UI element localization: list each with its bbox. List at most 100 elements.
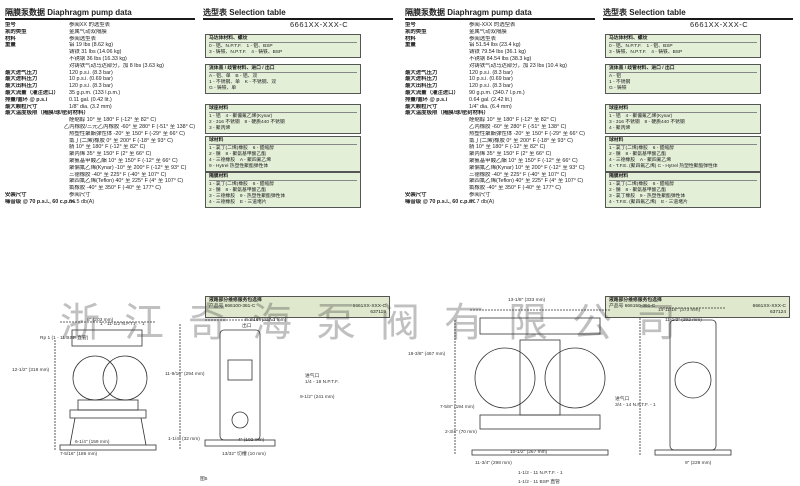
- spec-value: 腈 10° 至 180° F (-12° 至 82° C): [69, 144, 146, 151]
- spec-value: 90 g.p.m. (340.7 l.p.m.): [469, 89, 525, 96]
- title-rule: [5, 18, 195, 20]
- spec-row: 三德橡胶 -40° 至 225° F (-40° 至 107° C): [5, 172, 195, 179]
- spec-row: 不锈钢 36 lbs (16.33 kg): [5, 56, 195, 63]
- spec-key: [5, 178, 69, 185]
- spec-key: 最大进气压力: [5, 69, 38, 76]
- dim-label: 1 - 11-1/2 N.P.T.F. - 1: [100, 322, 145, 327]
- spec-key: 重量: [405, 42, 416, 49]
- spec-key: 安装尺寸: [405, 191, 427, 198]
- spec-row: 聚偏氟乙烯(Kynar) 10° 至 200° F (-12° 至 93° C): [405, 165, 595, 172]
- spec-value: 0.11 gal. (0.42 lit.): [69, 96, 112, 103]
- spec-row: 泵的类型金属气动双隔膜: [405, 29, 595, 36]
- spec-value: 1/4" dia. (6.4 mm): [469, 103, 512, 110]
- spec-key: [5, 131, 69, 138]
- option-title: 隔膜材料: [609, 174, 757, 181]
- spec-value: 1/8" dia. (3.2 mm): [69, 103, 112, 110]
- dim-label: 出口: [242, 324, 252, 329]
- option-line: 3 - 316 不锈钢 8 - 硬质440 不锈钢: [609, 120, 685, 125]
- option-line: 4 - T.F.E. (聚四氟乙烯) E - 三道堵片: [609, 200, 688, 205]
- spec-key: [405, 158, 469, 165]
- dim-label: 6-1/4" (159 mm): [75, 440, 110, 445]
- kit-label: 液路部分维修服务包选择: [209, 298, 262, 303]
- spec-key: [5, 49, 69, 56]
- spec-value: 120 p.s.i. (8.3 bar): [69, 69, 113, 76]
- inlet-manifold: [69, 409, 147, 419]
- spec-key: [5, 165, 69, 172]
- spec-value: 120 p.s.i. (8.3 bar): [469, 69, 513, 76]
- selection-title-en: Selection table: [229, 8, 286, 17]
- option-line: 4 - 三德橡胶 A - 聚四氟乙烯: [209, 158, 272, 163]
- spec-key: [405, 185, 469, 192]
- option-line: 1 - 不锈钢: [609, 80, 631, 85]
- kit-number: 637119: [370, 310, 386, 315]
- kit-part: 产品号 666100-361-C: [209, 304, 256, 309]
- spec-key: [405, 49, 469, 56]
- spec-key: 最大温度极限（隔膜/球/密封材料）: [5, 110, 89, 117]
- spec-row: 对铸铁气动马达部分，加 23 lbs (10.4 kg): [405, 63, 595, 70]
- spec-row: 聚四氟乙烯(Teflon) 40° 至 225° F (4° 至 107° C): [405, 178, 595, 185]
- option-line: 3 - 氯丁橡胶 9 - 热塑性聚酯弹性体: [609, 194, 686, 199]
- spec-key: [5, 185, 69, 192]
- spec-value: 10 p.s.i. (0.69 bar): [69, 76, 113, 83]
- spec-row: 最大流量（灌注进口）35 g.p.m. (133 l.p.m.): [5, 90, 195, 97]
- spec-value: 聚氨基甲酸乙酯 10° 至 150° F (-12° 至 66° C): [69, 157, 178, 164]
- spec-value: 10 p.s.i. (0.69 bar): [469, 76, 513, 83]
- fluid-cap-right: [544, 347, 606, 409]
- spec-key: 材料: [5, 35, 16, 42]
- spec-table: 型号参阅XX 的选型表泵的类型金属气动双隔膜材料参阅选型表重量铝 19 lbs …: [5, 22, 195, 206]
- spec-value: 醛缩醇 10° 至 180° F (-12° 至 82° C): [469, 117, 557, 124]
- option-line: 3 - 铸铁、N.P.T.F. 4 - 铸铁、BSP: [209, 50, 283, 55]
- dim-label: 1-1/2 - 11 BSP 直管: [518, 480, 560, 485]
- spec-row: 噪音级 @ 70 p.s.i., 60 c.p.m.64.5 db(A): [5, 199, 195, 206]
- spec-row: 最大流量（灌注进口）90 g.p.m. (340.7 l.p.m.): [405, 90, 595, 97]
- spec-row: 不锈钢 84.54 lbs (38.3 kg): [405, 56, 595, 63]
- spec-value: 醛缩醇 10° 至 180° F (-12° 至 82° C): [69, 117, 157, 124]
- spec-value: 三德橡胶 -40° 至 225° F (-40° 至 107° C): [69, 171, 167, 178]
- spec-key: [405, 178, 469, 185]
- spec-value: 聚偏氟乙烯(Kynar) 10° 至 200° F (-12° 至 93° C): [469, 164, 585, 171]
- option-line: 2 - 316 不锈钢 8 - 硬质440 不锈钢: [209, 120, 285, 125]
- spec-key: 噪音级 @ 70 p.s.i., 60 c.p.m.: [405, 198, 476, 205]
- spec-value: 氯丁(二烯)橡胶 0° 至 200° F (-18° 至 93° C): [69, 137, 173, 144]
- spec-row: 对铸铁气动马达部分，加 8 lbs (3.63 kg): [5, 63, 195, 70]
- option-line: 2 - 腈 8 - 聚氨基甲酸乙酯: [609, 152, 667, 157]
- option-line: A - 铝、单 B - 铝、双: [209, 74, 258, 79]
- spec-value: 铸铁 31 lbs (14.06 kg): [69, 49, 122, 56]
- pump-data-title-en: Diaphragm pump data: [47, 8, 132, 17]
- spec-key: 泵的类型: [405, 28, 427, 35]
- option-title: 球材料: [609, 138, 757, 145]
- fluid-cap-left: [72, 355, 118, 401]
- spec-row: 乙丙橡胶/三元乙丙橡胶 -60° 至 280° F (-51° 至 138° C…: [5, 124, 195, 131]
- spec-row: 最大进气压力 120 p.s.i. (8.3 bar): [405, 70, 595, 77]
- spec-key: 材料: [405, 35, 416, 42]
- spec-row: 聚氨基甲酸乙酯 10° 至 150° F (-12° 至 66° C): [5, 158, 195, 165]
- spec-key: 噪音级 @ 70 p.s.i., 60 c.p.m.: [5, 198, 76, 205]
- option-line: 0 - 铝、N.P.T.F. 1 - 铝、BSP: [209, 44, 273, 49]
- pump-data-title-cn: 隔膜泵数据: [5, 8, 45, 17]
- right-datasheet: 隔膜泵数据 Diaphragm pump data 选型表 Selection …: [400, 0, 800, 486]
- spec-row: 材料参阅选型表: [405, 36, 595, 43]
- figure-label: 图5: [200, 477, 208, 482]
- spec-value: 热塑性聚酯弹性体 -20° 至 150° F (-29° 至 66° C): [69, 130, 185, 137]
- spec-key: 最大进料压力: [405, 76, 438, 83]
- option-line: 3 - 铸铁、N.P.T.F. 4 - 铸铁、BSP: [609, 50, 683, 55]
- spec-key: [5, 117, 69, 124]
- spec-key: 最大颗粒尺寸: [5, 103, 38, 110]
- dim-label: 9-1/2" (241 mm): [300, 395, 335, 400]
- title-rule: [203, 18, 393, 20]
- spec-value: 乙丙橡胶 -60° 至 280° F (-51° 至 138° C): [469, 123, 567, 130]
- dim-label: 8-3/16" (217.3 mm): [245, 318, 287, 323]
- dim-label: 18-3/8" (467 mm): [408, 352, 446, 357]
- spec-key: [5, 124, 64, 131]
- spec-key: 最大进气压力: [405, 69, 438, 76]
- spec-row: 氯丁(二烯)橡胶 0° 至 200° F (-18° 至 93° C): [5, 138, 195, 145]
- option-line: 4 - T.F.E. (聚四氟乙烯) C - Hytrel 热塑性聚酯弹性体: [609, 164, 718, 169]
- fluid-cap-right: [102, 355, 148, 401]
- spec-key: [405, 172, 469, 179]
- pump-data-title: 隔膜泵数据 Diaphragm pump data: [405, 7, 532, 18]
